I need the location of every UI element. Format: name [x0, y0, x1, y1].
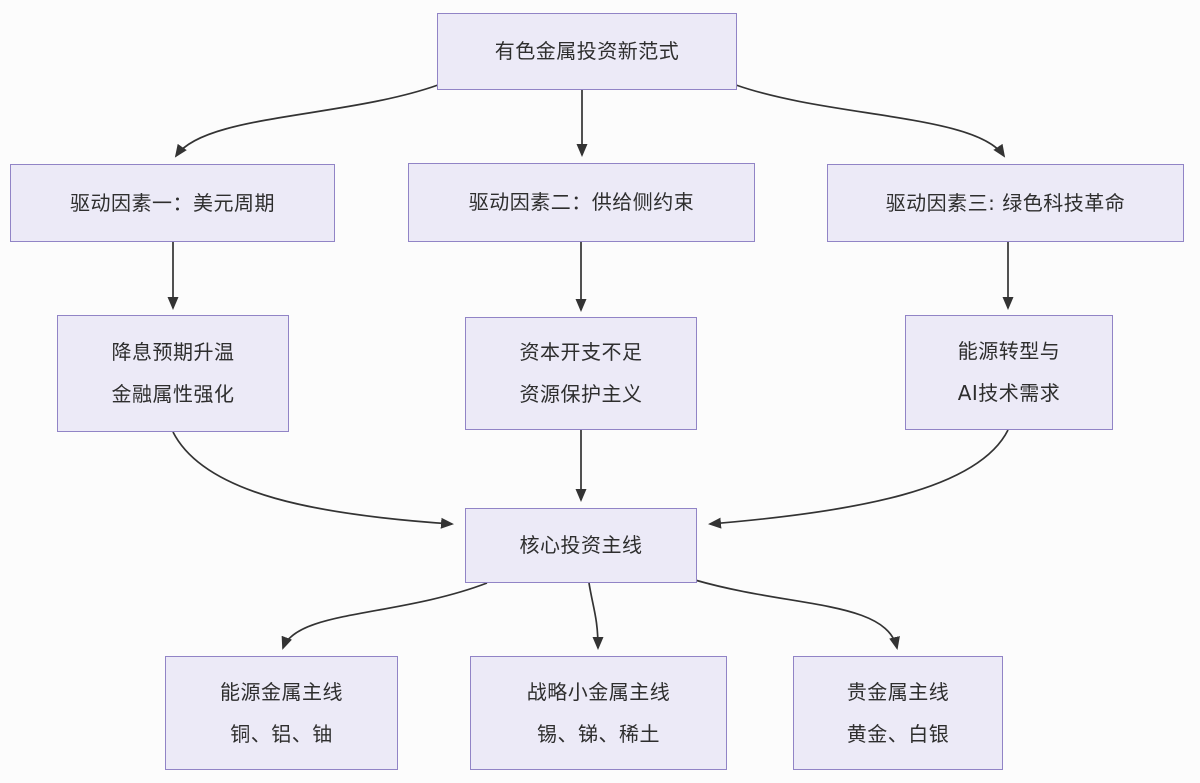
node-theme-strategic-minor-metals: 战略小金属主线 锡、锑、稀土 [470, 656, 727, 770]
node-label-line1: 降息预期升温 [111, 340, 235, 364]
node-label-line2: 资源保护主义 [519, 382, 643, 406]
node-label-line1: 资本开支不足 [519, 340, 643, 364]
node-driver-green-tech: 驱动因素三: 绿色科技革命 [827, 164, 1184, 242]
node-root-title: 有色金属投资新范式 [437, 13, 737, 90]
node-effect-rate-cut: 降息预期升温 金融属性强化 [57, 315, 289, 432]
node-driver-dollar-cycle: 驱动因素一：美元周期 [10, 164, 335, 242]
node-label-line1: 战略小金属主线 [526, 679, 671, 704]
node-label: 驱动因素三: 绿色科技革命 [885, 190, 1126, 215]
node-label-line1: 能源转型与 [957, 339, 1061, 363]
node-driver-supply-constraint: 驱动因素二：供给侧约束 [408, 163, 755, 242]
node-label: 核心投资主线 [519, 533, 643, 557]
node-label: 驱动因素一：美元周期 [70, 190, 275, 215]
node-theme-precious-metals: 贵金属主线 黄金、白银 [793, 656, 1003, 770]
node-effect-capex: 资本开支不足 资源保护主义 [465, 317, 697, 430]
node-theme-energy-metals: 能源金属主线 铜、铝、铀 [165, 656, 398, 770]
node-label-line2: AI技术需求 [957, 381, 1061, 405]
node-label-line2: 锡、锑、稀土 [537, 721, 660, 746]
node-label-line2: 铜、铝、铀 [230, 721, 333, 746]
edge-core-theme3 [694, 579, 900, 650]
edge-effect3-core [708, 429, 1009, 529]
edge-core-theme2 [588, 582, 604, 650]
node-label-line2: 金融属性强化 [111, 382, 235, 406]
node-label-line1: 能源金属主线 [220, 679, 343, 704]
edge-effect1-core [172, 431, 454, 529]
edge-root-driver3 [735, 84, 1006, 158]
node-label-line1: 贵金属主线 [846, 679, 950, 704]
node-effect-energy-ai: 能源转型与 AI技术需求 [905, 315, 1113, 430]
edge-core-theme1 [281, 582, 488, 650]
edge-root-driver1 [174, 84, 439, 158]
node-label: 驱动因素二：供给侧约束 [468, 190, 695, 214]
node-label: 有色金属投资新范式 [494, 39, 680, 63]
node-label-line2: 黄金、白银 [846, 721, 950, 746]
node-core-investment-line: 核心投资主线 [465, 508, 697, 583]
